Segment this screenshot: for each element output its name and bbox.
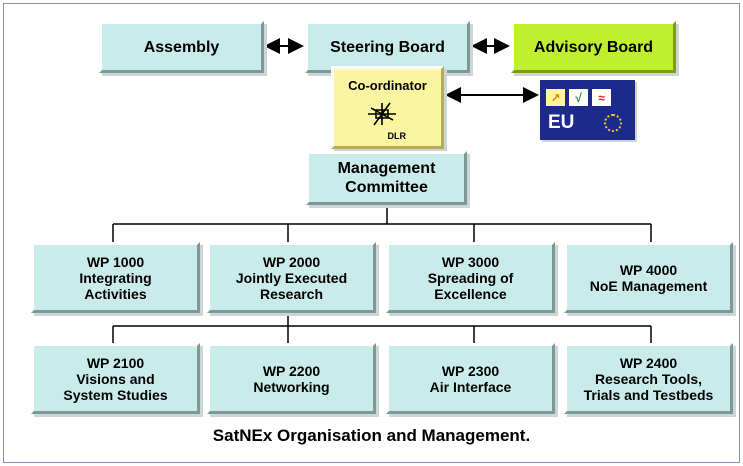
dlr-logo-icon (367, 102, 396, 126)
assembly-box: Assembly (99, 21, 264, 73)
wp-line: WP 2200 (262, 362, 321, 379)
dlr-logo-text: DLR (387, 131, 407, 141)
eu-tile-check-icon: √ (569, 89, 588, 106)
eu-tile-wave-icon: ≈ (592, 89, 611, 106)
wp-line: Trials and Testbeds (583, 386, 714, 403)
wp-line: Research Tools, (594, 370, 703, 387)
wp-line: WP 2300 (441, 362, 500, 379)
wp-2200-box: WP 2200 Networking (207, 343, 376, 414)
wp-2400-box: WP 2400 Research Tools, Trials and Testb… (564, 343, 733, 414)
wp-1000-box: WP 1000 Integrating Activities (31, 242, 200, 313)
wp-line: System Studies (63, 386, 168, 403)
coordinator-box: Co-ordinator DLR (331, 66, 444, 149)
wp-line: Jointly Executed (235, 269, 348, 286)
wp-2100-box: WP 2100 Visions and System Studies (31, 343, 200, 414)
wp-line: Air Interface (429, 378, 512, 395)
mc-line-2: Committee (345, 179, 428, 196)
wp-2300-box: WP 2300 Air Interface (386, 343, 555, 414)
eu-stars-icon (604, 114, 622, 132)
wp-line: Networking (253, 378, 330, 395)
wp-line: WP 2100 (86, 354, 145, 371)
wp-line: Integrating (79, 269, 152, 286)
wp-2000-box: WP 2000 Jointly Executed Research (207, 242, 376, 313)
coordinator-label: Co-ordinator (348, 78, 427, 93)
wp-line: NoE Management (589, 277, 708, 294)
wp-line: WP 3000 (441, 253, 500, 270)
advisory-board-box: Advisory Board (511, 21, 676, 73)
eu-tile-arrow-icon: ↗ (546, 89, 565, 106)
eu-logo: ↗ √ ≈ EU (540, 80, 635, 140)
dlr-logo: DLR (358, 98, 418, 146)
wp-line: Spreading of (427, 269, 514, 286)
wp-line: Excellence (434, 285, 507, 302)
eu-logo-text: EU (548, 112, 575, 133)
wp-3000-box: WP 3000 Spreading of Excellence (386, 242, 555, 313)
wp-line: WP 1000 (86, 253, 145, 270)
management-committee-box: Management Committee (306, 151, 467, 205)
wp-4000-box: WP 4000 NoE Management (564, 242, 733, 313)
wp-line: WP 4000 (619, 261, 678, 278)
wp-line: WP 2000 (262, 253, 321, 270)
wp-line: Visions and (76, 370, 155, 387)
wp-line: Research (259, 285, 324, 302)
diagram-caption: SatNEx Organisation and Management. (212, 426, 531, 445)
mc-line-1: Management (337, 160, 436, 177)
wp-line: WP 2400 (619, 354, 678, 371)
wp-line: Activities (84, 285, 147, 302)
